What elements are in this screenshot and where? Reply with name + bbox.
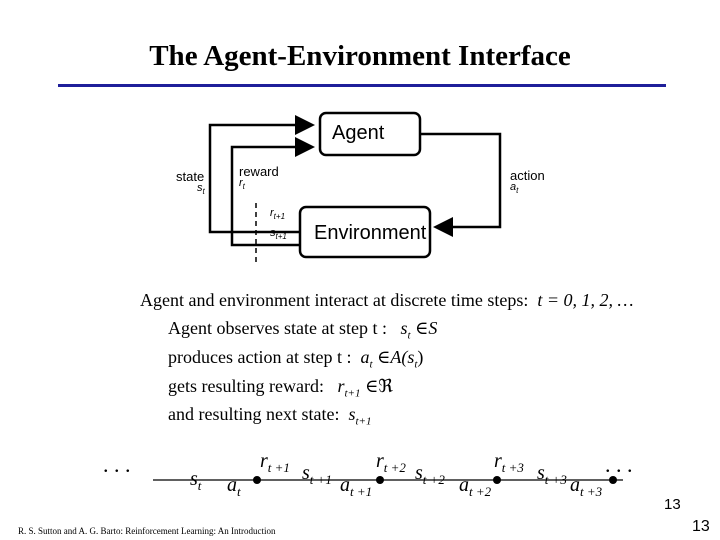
trajectory-state: st bbox=[190, 468, 202, 493]
environment-label: Environment bbox=[314, 222, 427, 244]
trajectory-reward: rt +2 bbox=[376, 450, 406, 475]
ellipsis-right: . . . bbox=[605, 452, 633, 477]
slide-title: The Agent-Environment Interface bbox=[149, 40, 571, 72]
reward-arrow bbox=[230, 137, 315, 247]
page-number-small: 13 bbox=[664, 496, 681, 513]
trajectory-state: st +3 bbox=[537, 462, 567, 487]
trajectory-action: at +1 bbox=[340, 474, 373, 499]
state-arrow bbox=[208, 115, 315, 234]
state-label: state bbox=[176, 169, 205, 184]
reward-line: gets resulting reward: rt+1 ∈ℜ bbox=[168, 376, 393, 400]
agent-environment-diagram bbox=[208, 111, 502, 263]
trajectory-action: at +3 bbox=[570, 474, 603, 499]
trajectory-node bbox=[609, 476, 617, 484]
trajectory-line bbox=[153, 476, 623, 484]
trajectory-reward: rt +1 bbox=[260, 450, 290, 475]
ellipsis-left: . . . bbox=[103, 452, 131, 477]
trajectory-reward: rt +3 bbox=[494, 450, 524, 475]
action-line: produces action at step t : at ∈A(st) bbox=[168, 347, 424, 371]
footer-credit: R. S. Sutton and A. G. Barto: Reinforcem… bbox=[18, 526, 276, 536]
trajectory-action: at bbox=[227, 474, 241, 499]
next-state-line: and resulting next state: st+1 bbox=[168, 404, 372, 428]
state-symbol: st bbox=[197, 182, 205, 197]
page-number: 13 bbox=[692, 518, 710, 535]
agent-label: Agent bbox=[332, 122, 385, 144]
action-label: action bbox=[510, 168, 545, 183]
action-symbol: at bbox=[510, 181, 519, 196]
trajectory-node bbox=[376, 476, 384, 484]
observe-line: Agent observes state at step t : st ∈S bbox=[168, 318, 438, 342]
trajectory-action: at +2 bbox=[459, 474, 492, 499]
action-arrow bbox=[420, 132, 502, 237]
trajectory-state: st +2 bbox=[415, 462, 445, 487]
trajectory-state: st +1 bbox=[302, 462, 332, 487]
next-reward-symbol: rt+1 bbox=[270, 207, 286, 222]
next-state-symbol: st+1 bbox=[270, 227, 287, 242]
title-rule bbox=[58, 84, 666, 87]
reward-label: reward bbox=[239, 164, 279, 179]
intro-line: Agent and environment interact at discre… bbox=[140, 290, 634, 310]
trajectory-node bbox=[493, 476, 501, 484]
trajectory-node bbox=[253, 476, 261, 484]
reward-symbol: rt bbox=[239, 177, 245, 192]
